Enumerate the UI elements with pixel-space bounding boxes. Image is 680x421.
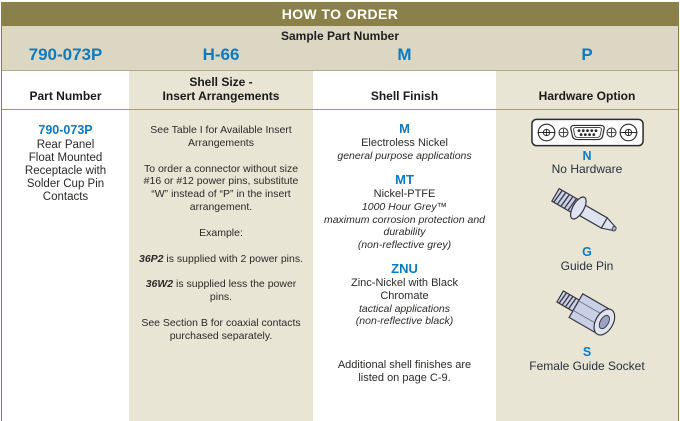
- example-36p2: 36P2 is supplied with 2 power pins.: [131, 253, 311, 266]
- example-36p2-text: is supplied with 2 power pins.: [163, 252, 304, 265]
- hardware-option-column: N No Hardware G Guide Pin: [496, 110, 678, 421]
- finish-option-m: M Electroless Nickel general purpose app…: [313, 121, 496, 162]
- sample-values-row: 790-073P H-66 M P: [2, 43, 678, 70]
- additional-finishes-footnote: Additional shell finishes are listed on …: [337, 358, 472, 385]
- hardware-label-female-guide-socket: Female Guide Socket: [529, 358, 645, 373]
- header-part-number: Part Number: [2, 71, 129, 109]
- finish-code: ZNU: [391, 261, 418, 277]
- sample-value-hardware: P: [581, 45, 593, 64]
- hardware-code-n: N: [582, 149, 592, 163]
- example-36w2: 36W2 is supplied less the power pins.: [131, 278, 311, 304]
- hardware-label-no-hardware: No Hardware: [551, 162, 623, 177]
- example-36w2-code: 36W2: [145, 278, 174, 291]
- part-number-value: 790-073P: [38, 123, 93, 137]
- column-headers-row: Part Number Shell Size - Insert Arrangem…: [2, 71, 678, 110]
- finish-option-znu: ZNU Zinc-Nickel with Black Chromate tact…: [313, 261, 496, 328]
- header-shell-finish: Shell Finish: [313, 71, 496, 109]
- finish-code: M: [399, 121, 410, 136]
- female-guide-socket-icon: [556, 290, 616, 336]
- finish-details: general purpose applications: [337, 149, 472, 162]
- coaxial-contacts-note: See Section B for coaxial contacts purch…: [141, 316, 301, 342]
- sample-value-shell-finish: M: [397, 45, 412, 64]
- shell-finish-column: M Electroless Nickel general purpose app…: [313, 110, 496, 421]
- finish-name: Nickel-PTFE: [373, 188, 436, 201]
- finish-details: tactical applications (non-reflective bl…: [355, 302, 454, 328]
- header-hardware-option: Hardware Option: [496, 71, 678, 109]
- part-number-column: 790-073P Rear Panel Float Mounted Recept…: [2, 110, 129, 421]
- part-number-description: Rear Panel Float Mounted Receptacle with…: [24, 139, 107, 203]
- dsub-receptacle-face-icon: [530, 118, 644, 147]
- finish-option-mt: MT Nickel-PTFE 1000 Hour Grey™ maximum c…: [313, 172, 496, 251]
- hardware-code-g: G: [582, 245, 592, 260]
- sample-part-number-section: Sample Part Number 790-073P H-66 M P: [2, 26, 678, 71]
- example-label: Example:: [199, 226, 243, 239]
- finish-name: Zinc-Nickel with Black Chromate: [351, 277, 458, 303]
- hardware-code-s: S: [582, 345, 592, 360]
- table-body: 790-073P Rear Panel Float Mounted Recept…: [2, 110, 678, 421]
- guide-pin-icon: [551, 187, 617, 232]
- sample-value-shell-size: H-66: [202, 45, 240, 64]
- example-36p2-code: 36P2: [138, 252, 164, 265]
- shell-size-column: See Table I for Available Insert Arrange…: [129, 110, 313, 421]
- power-pins-substitution-note: To order a connector without size #16 or…: [143, 162, 299, 213]
- sample-value-part-number: 790-073P: [28, 45, 103, 64]
- finish-name: Electroless Nickel: [361, 136, 448, 149]
- finish-details: 1000 Hour Grey™ maximum corrosion protec…: [323, 200, 486, 251]
- insert-arrangements-note: See Table I for Available Insert Arrange…: [150, 124, 292, 149]
- finish-code: MT: [395, 172, 414, 188]
- table-title: HOW TO ORDER: [2, 3, 678, 26]
- header-shell-size-insert-arrangements: Shell Size - Insert Arrangements: [129, 71, 313, 109]
- sample-part-number-label: Sample Part Number: [280, 29, 400, 43]
- hardware-label-guide-pin: Guide Pin: [560, 258, 614, 273]
- example-36w2-text: is supplied less the power pins.: [176, 278, 297, 304]
